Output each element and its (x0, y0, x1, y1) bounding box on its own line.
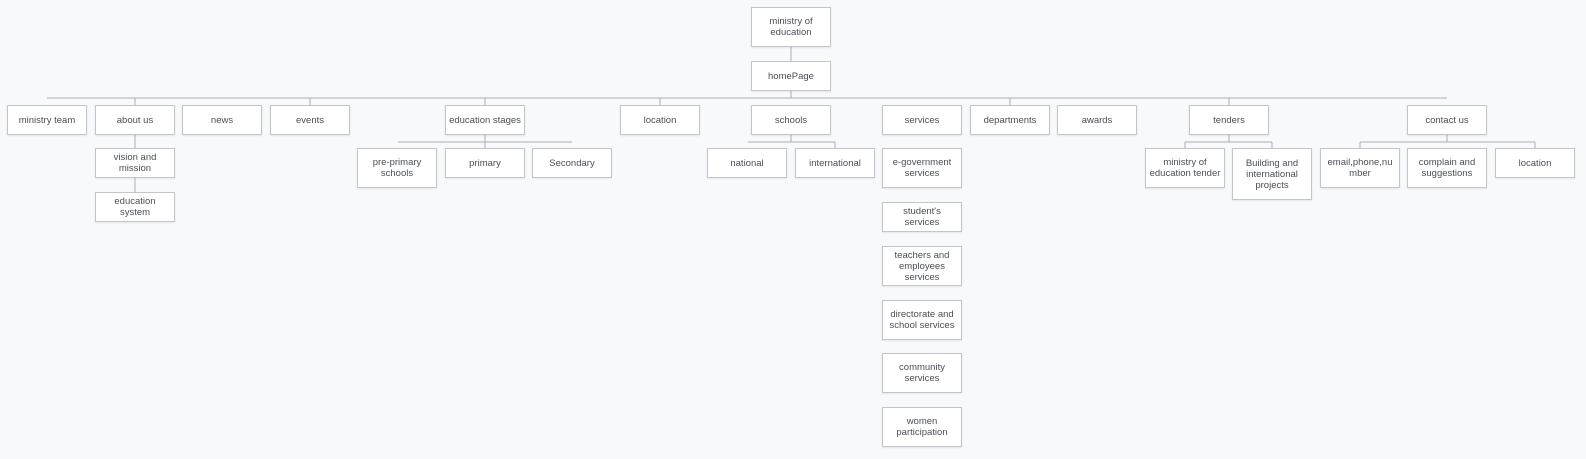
node-label: location (643, 114, 677, 126)
node-label: about us (116, 114, 154, 126)
node-label: awards (1081, 114, 1113, 126)
node-label: Secondary (549, 157, 595, 169)
node-schools[interactable]: schools (751, 105, 831, 135)
node-label: ministry team (18, 114, 76, 126)
node-ministry-of-education[interactable]: ministry of education (751, 7, 831, 47)
node-label: directorate and school services (889, 309, 955, 331)
node-homepage[interactable]: homePage (751, 61, 831, 91)
node-label: news (210, 114, 234, 126)
node-contact-location[interactable]: location (1495, 148, 1575, 178)
node-label: ministry of education (769, 16, 813, 38)
node-international[interactable]: international (795, 148, 875, 178)
node-label: community services (899, 362, 945, 384)
node-label: teachers and employees services (894, 249, 950, 283)
node-education-stages[interactable]: education stages (445, 105, 525, 135)
node-education-system[interactable]: education system (95, 192, 175, 222)
node-label: location (1518, 157, 1552, 169)
node-label: complain and suggestions (1418, 157, 1476, 179)
node-complain-and-suggestions[interactable]: complain and suggestions (1407, 148, 1487, 188)
node-community-services[interactable]: community services (882, 353, 962, 393)
node-women-participation[interactable]: women participation (882, 407, 962, 447)
node-label: tenders (1213, 114, 1245, 126)
node-label: departments (983, 114, 1037, 126)
node-label: pre-primary schools (372, 157, 422, 179)
node-email-phone-number[interactable]: email,phone,number (1320, 148, 1400, 188)
node-teachers-employees-services[interactable]: teachers and employees services (882, 246, 962, 286)
node-directorate-school-services[interactable]: directorate and school services (882, 300, 962, 340)
node-services[interactable]: services (882, 105, 962, 135)
node-label: contact us (1425, 114, 1469, 126)
node-about-us[interactable]: about us (95, 105, 175, 135)
node-label: e-government services (892, 157, 952, 179)
node-label: email,phone,number (1327, 157, 1393, 179)
node-label: ministry of education tender (1149, 157, 1221, 179)
node-departments[interactable]: departments (970, 105, 1050, 135)
node-location[interactable]: location (620, 105, 700, 135)
node-label: student's services (903, 206, 941, 228)
node-label: education stages (449, 114, 521, 126)
node-label: services (904, 114, 940, 126)
node-label: events (296, 114, 324, 126)
node-label: vision and mission (113, 152, 157, 174)
node-national[interactable]: national (707, 148, 787, 178)
node-label: primary (469, 157, 501, 169)
node-secondary[interactable]: Secondary (532, 148, 612, 178)
node-ministry-team[interactable]: ministry team (7, 105, 87, 135)
node-tenders[interactable]: tenders (1189, 105, 1269, 135)
node-label: education system (114, 196, 156, 218)
node-pre-primary-schools[interactable]: pre-primary schools (357, 148, 437, 188)
node-label: homePage (768, 70, 814, 82)
node-primary[interactable]: primary (445, 148, 525, 178)
node-e-government-services[interactable]: e-government services (882, 148, 962, 188)
node-events[interactable]: events (270, 105, 350, 135)
node-label: schools (774, 114, 808, 126)
node-label: national (730, 157, 764, 169)
node-label: women participation (896, 416, 948, 438)
node-label: international (809, 157, 861, 169)
node-news[interactable]: news (182, 105, 262, 135)
node-vision-and-mission[interactable]: vision and mission (95, 148, 175, 178)
node-contact-us[interactable]: contact us (1407, 105, 1487, 135)
node-label: Building and international projects (1245, 157, 1299, 191)
node-building-projects[interactable]: Building and international projects (1232, 148, 1312, 200)
node-students-services[interactable]: student's services (882, 202, 962, 232)
node-ministry-tender[interactable]: ministry of education tender (1145, 148, 1225, 188)
node-awards[interactable]: awards (1057, 105, 1137, 135)
